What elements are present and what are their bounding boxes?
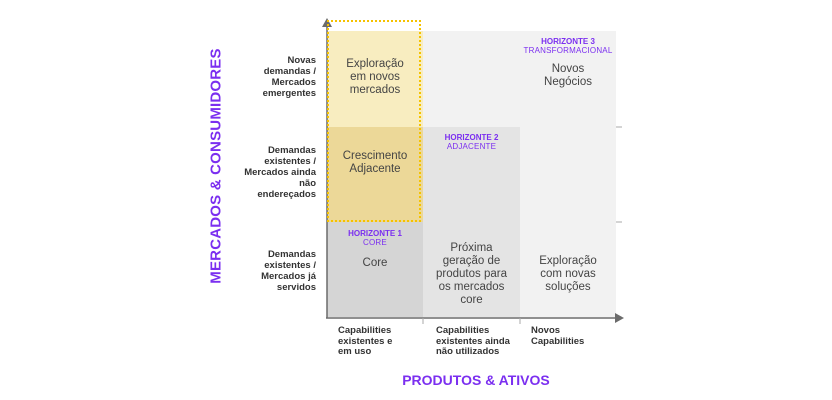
row-label-served-markets: Demandas existentes / Mercados já servid… xyxy=(261,249,316,293)
highlight-dotted-border xyxy=(327,20,421,222)
cell-exploration-markets xyxy=(327,31,423,127)
cell-h2-background xyxy=(423,127,520,317)
horizon-1-label: HORIZONTE 1 CORE xyxy=(327,229,423,247)
cell-text-new-business: Novos Negócios xyxy=(544,63,592,88)
horizon-2-sub: ADJACENTE xyxy=(446,142,497,151)
row-label-unaddressed-markets: Demandas existentes / Mercados ainda não… xyxy=(244,145,316,200)
cell-text-next-generation: Próxima geração de produtos para os merc… xyxy=(436,242,507,306)
horizon-3-sub: TRANSFORMACIONAL xyxy=(523,46,613,55)
cell-core-background xyxy=(327,222,423,317)
horizon-2-name: HORIZONTE 2 xyxy=(444,133,499,142)
col-label-existing-capabilities: Capabilities existentes e em uso xyxy=(338,325,393,357)
horizon-1-sub: CORE xyxy=(363,238,387,247)
horizon-3-label: HORIZONTE 3 TRANSFORMACIONAL xyxy=(520,37,616,55)
horizon-3-name: HORIZONTE 3 xyxy=(541,37,595,46)
cell-text-exploration-markets: Exploração em novos mercados xyxy=(346,58,404,96)
col-label-unused-capabilities: Capabilities existentes ainda não utiliz… xyxy=(436,325,510,357)
cell-text-adjacent-growth: Crescimento Adjacente xyxy=(342,150,408,175)
col-label-new-capabilities: Novos Capabilities xyxy=(531,325,585,347)
x-axis-title: PRODUTOS & ATIVOS xyxy=(402,372,550,388)
row-label-new-demands: Novas demandas / Mercados emergentes xyxy=(262,55,316,99)
cell-adjacent-growth xyxy=(327,127,423,222)
horizon-1-name: HORIZONTE 1 xyxy=(348,229,402,238)
horizon-2-label: HORIZONTE 2 ADJACENTE xyxy=(423,133,520,151)
cell-text-new-solutions: Exploração com novas soluções xyxy=(539,255,597,293)
cell-text-core: Core xyxy=(362,257,388,269)
